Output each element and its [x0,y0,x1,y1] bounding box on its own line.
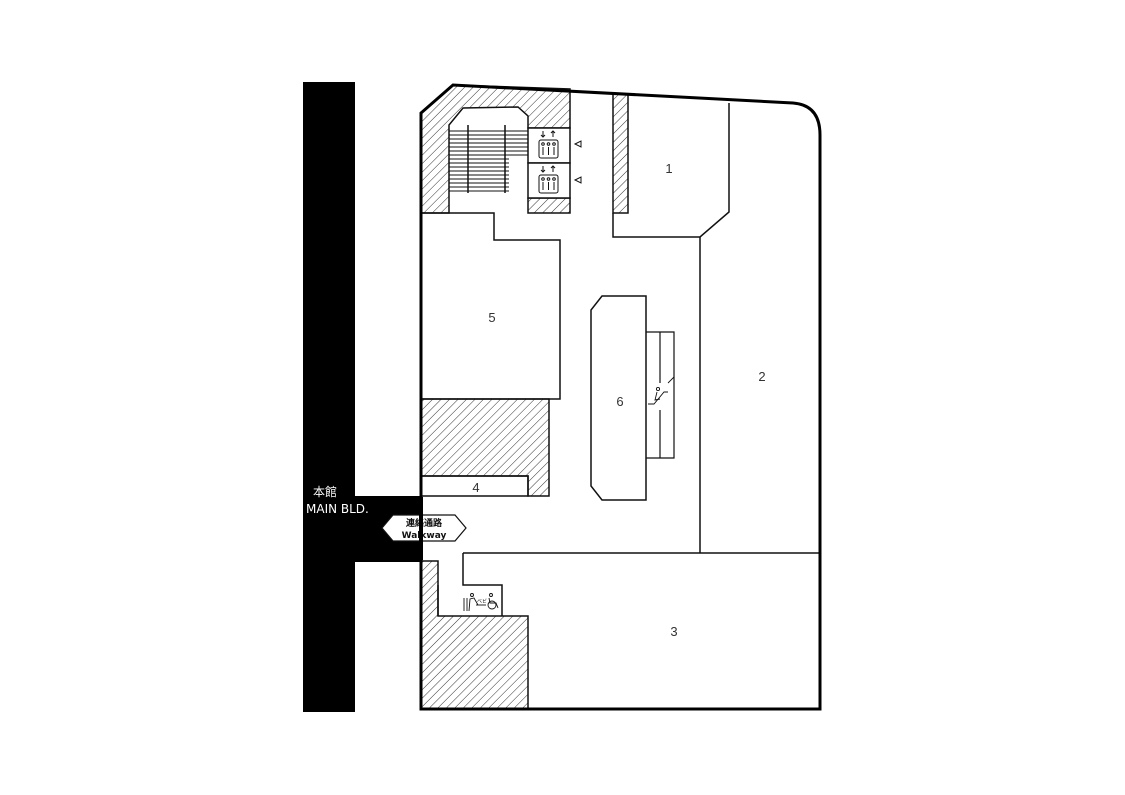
main-building: 本館 MAIN BLD. [303,82,422,712]
walkway-sign[interactable]: 連絡通路 Walkway [381,514,467,542]
room-labels: 1 2 3 4 5 6 [472,161,765,639]
room-6-label[interactable]: 6 [616,394,623,409]
room-2-label[interactable]: 2 [758,369,765,384]
walkway-label-jp: 連絡通路 [406,517,443,529]
stairs-icon [449,125,528,193]
escalator-icon [648,376,675,405]
room-4-label[interactable]: 4 [472,480,479,495]
building-outline [419,83,822,711]
walkway-label-en: Walkway [402,531,447,541]
main-building-label-jp: 本館 [313,484,337,499]
restroom[interactable]: ベビ [437,585,499,616]
interior-walls [421,103,820,616]
restroom-icon: ベビ [463,593,487,612]
elevator-2[interactable] [527,162,582,199]
main-building-label-en: MAIN BLD. [306,502,369,516]
room-1-label[interactable]: 1 [665,161,672,176]
room-6[interactable] [590,295,647,501]
wheelchair-icon [487,593,499,610]
room-3-label[interactable]: 3 [670,624,677,639]
elevator-icon [538,165,559,194]
escalator[interactable] [646,331,675,459]
elevator-icon [538,130,559,159]
room-5-label[interactable]: 5 [488,310,495,325]
elevator-1[interactable] [527,127,582,164]
svg-text:ベビ: ベビ [477,598,487,605]
